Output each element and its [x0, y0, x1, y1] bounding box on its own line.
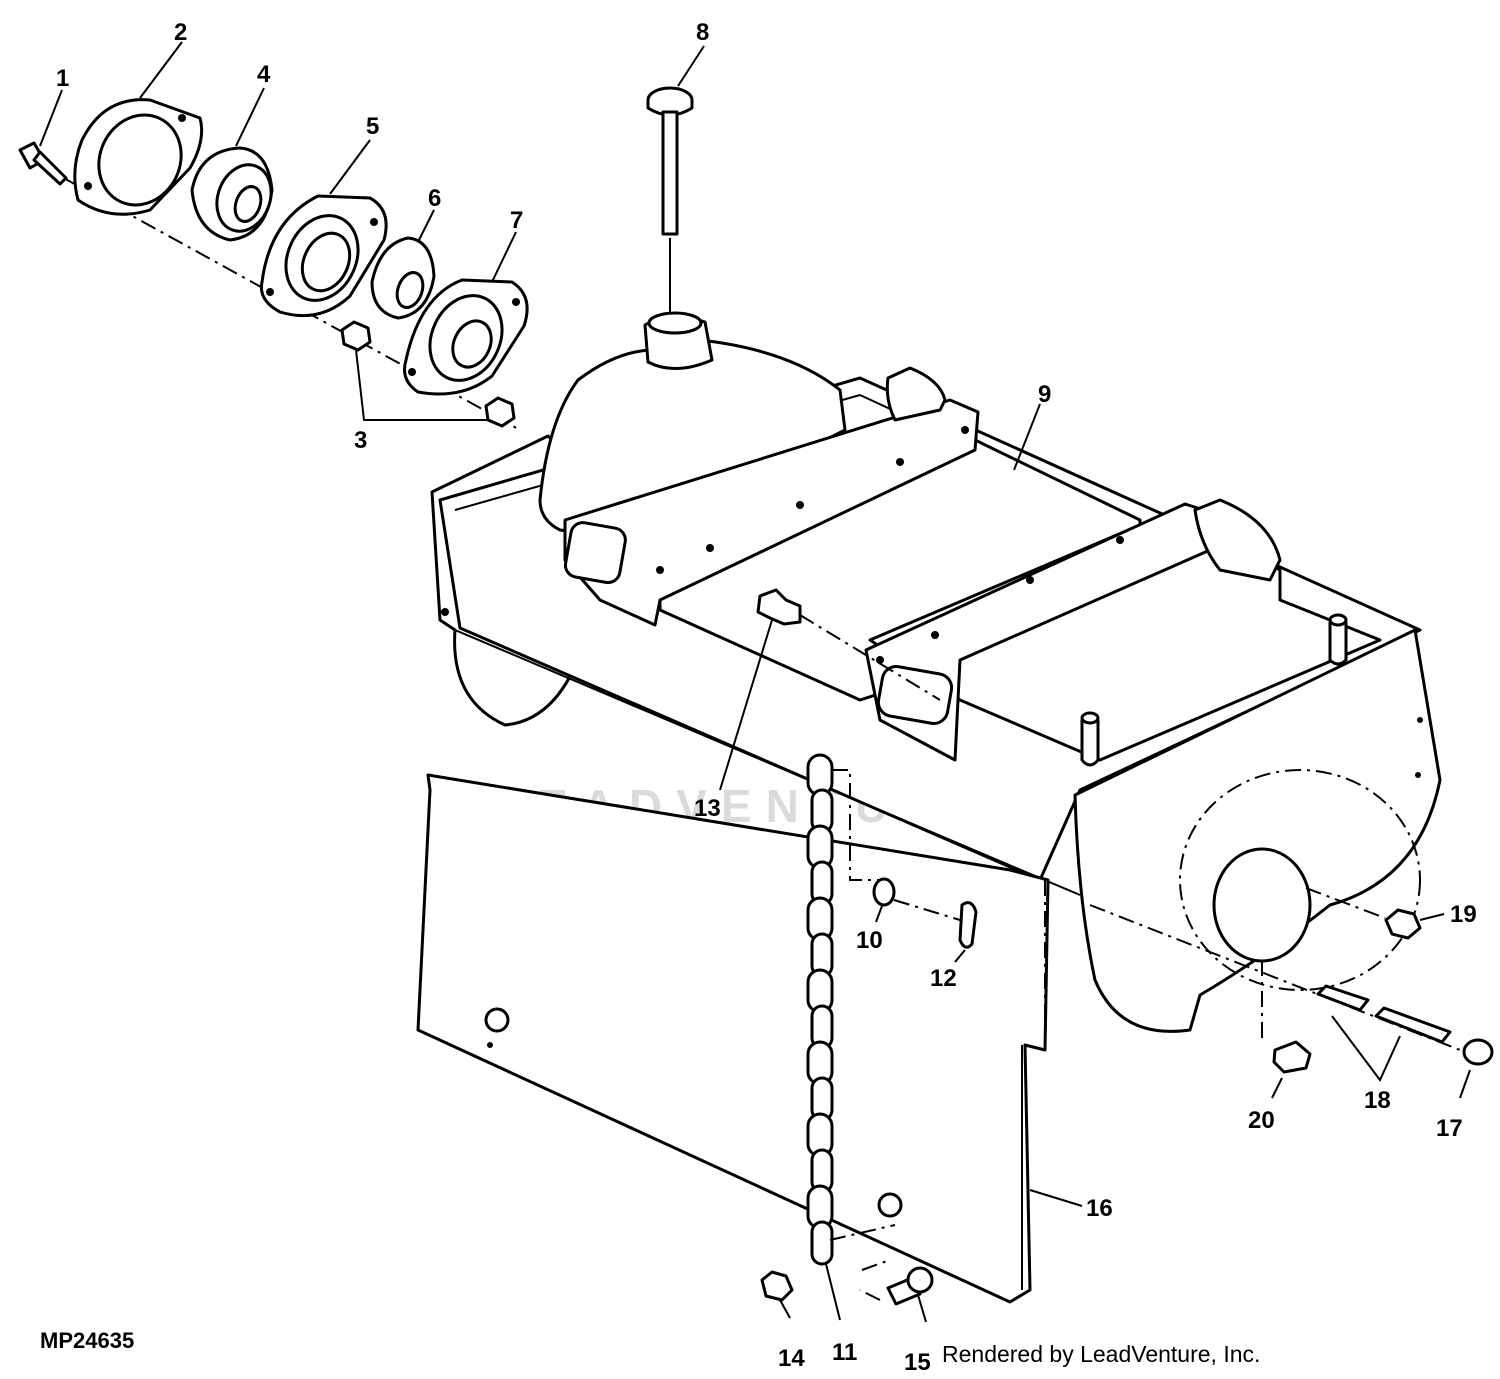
callout-labels: 1 2 3 4 5 6 7 8 9 10 11 12 13 14 15 16 1… — [56, 19, 1477, 1376]
part-1-bolt — [18, 141, 68, 186]
leader-lines — [39, 41, 1041, 471]
part-10-washer — [872, 877, 961, 923]
part-16-shield — [416, 773, 1083, 1304]
callout-16: 16 — [1086, 1195, 1113, 1222]
callout-17: 17 — [1436, 1115, 1463, 1142]
callout-13: 13 — [694, 795, 721, 822]
callout-14: 14 — [778, 1345, 805, 1372]
callout-3: 3 — [354, 427, 367, 454]
part-7-flange-bearing — [403, 278, 529, 396]
callout-8: 8 — [696, 19, 709, 46]
render-credit: Rendered by LeadVenture, Inc. — [942, 1341, 1260, 1367]
part-11-chain — [806, 753, 896, 1321]
part-20-plug — [1261, 960, 1312, 1099]
part-17-clip — [1459, 1038, 1494, 1099]
callout-10: 10 — [856, 927, 883, 954]
rear-shaft-parts — [1089, 887, 1461, 1051]
part-12-hairpin — [954, 901, 978, 963]
callout-15: 15 — [904, 1349, 931, 1374]
part-18-pins — [1316, 984, 1452, 1082]
part-15-bolt — [859, 1259, 934, 1323]
figure-id: MP24635 — [40, 1328, 134, 1353]
part-8-dipstick — [646, 86, 694, 312]
callout-7: 7 — [510, 207, 523, 234]
part-14-nut — [760, 1270, 794, 1319]
callout-2: 2 — [174, 19, 187, 46]
callout-5: 5 — [366, 113, 379, 140]
callout-11: 11 — [832, 1339, 857, 1366]
part-6-seal — [370, 236, 436, 320]
callout-19: 19 — [1450, 901, 1477, 928]
part-3-nuts — [340, 320, 516, 428]
callout-18: 18 — [1364, 1087, 1391, 1114]
part-13-pin — [719, 588, 941, 791]
part-2-flange — [73, 98, 204, 216]
callout-4: 4 — [257, 61, 271, 88]
part-4-bearing — [190, 146, 274, 242]
part-5-flange — [259, 194, 388, 318]
part-9-housing — [430, 311, 1442, 1033]
callout-12: 12 — [930, 965, 957, 992]
part-19-nut — [1384, 908, 1445, 940]
callout-20: 20 — [1248, 1107, 1275, 1134]
callout-9: 9 — [1038, 381, 1051, 408]
callout-1: 1 — [56, 65, 69, 92]
callout-6: 6 — [428, 185, 441, 212]
